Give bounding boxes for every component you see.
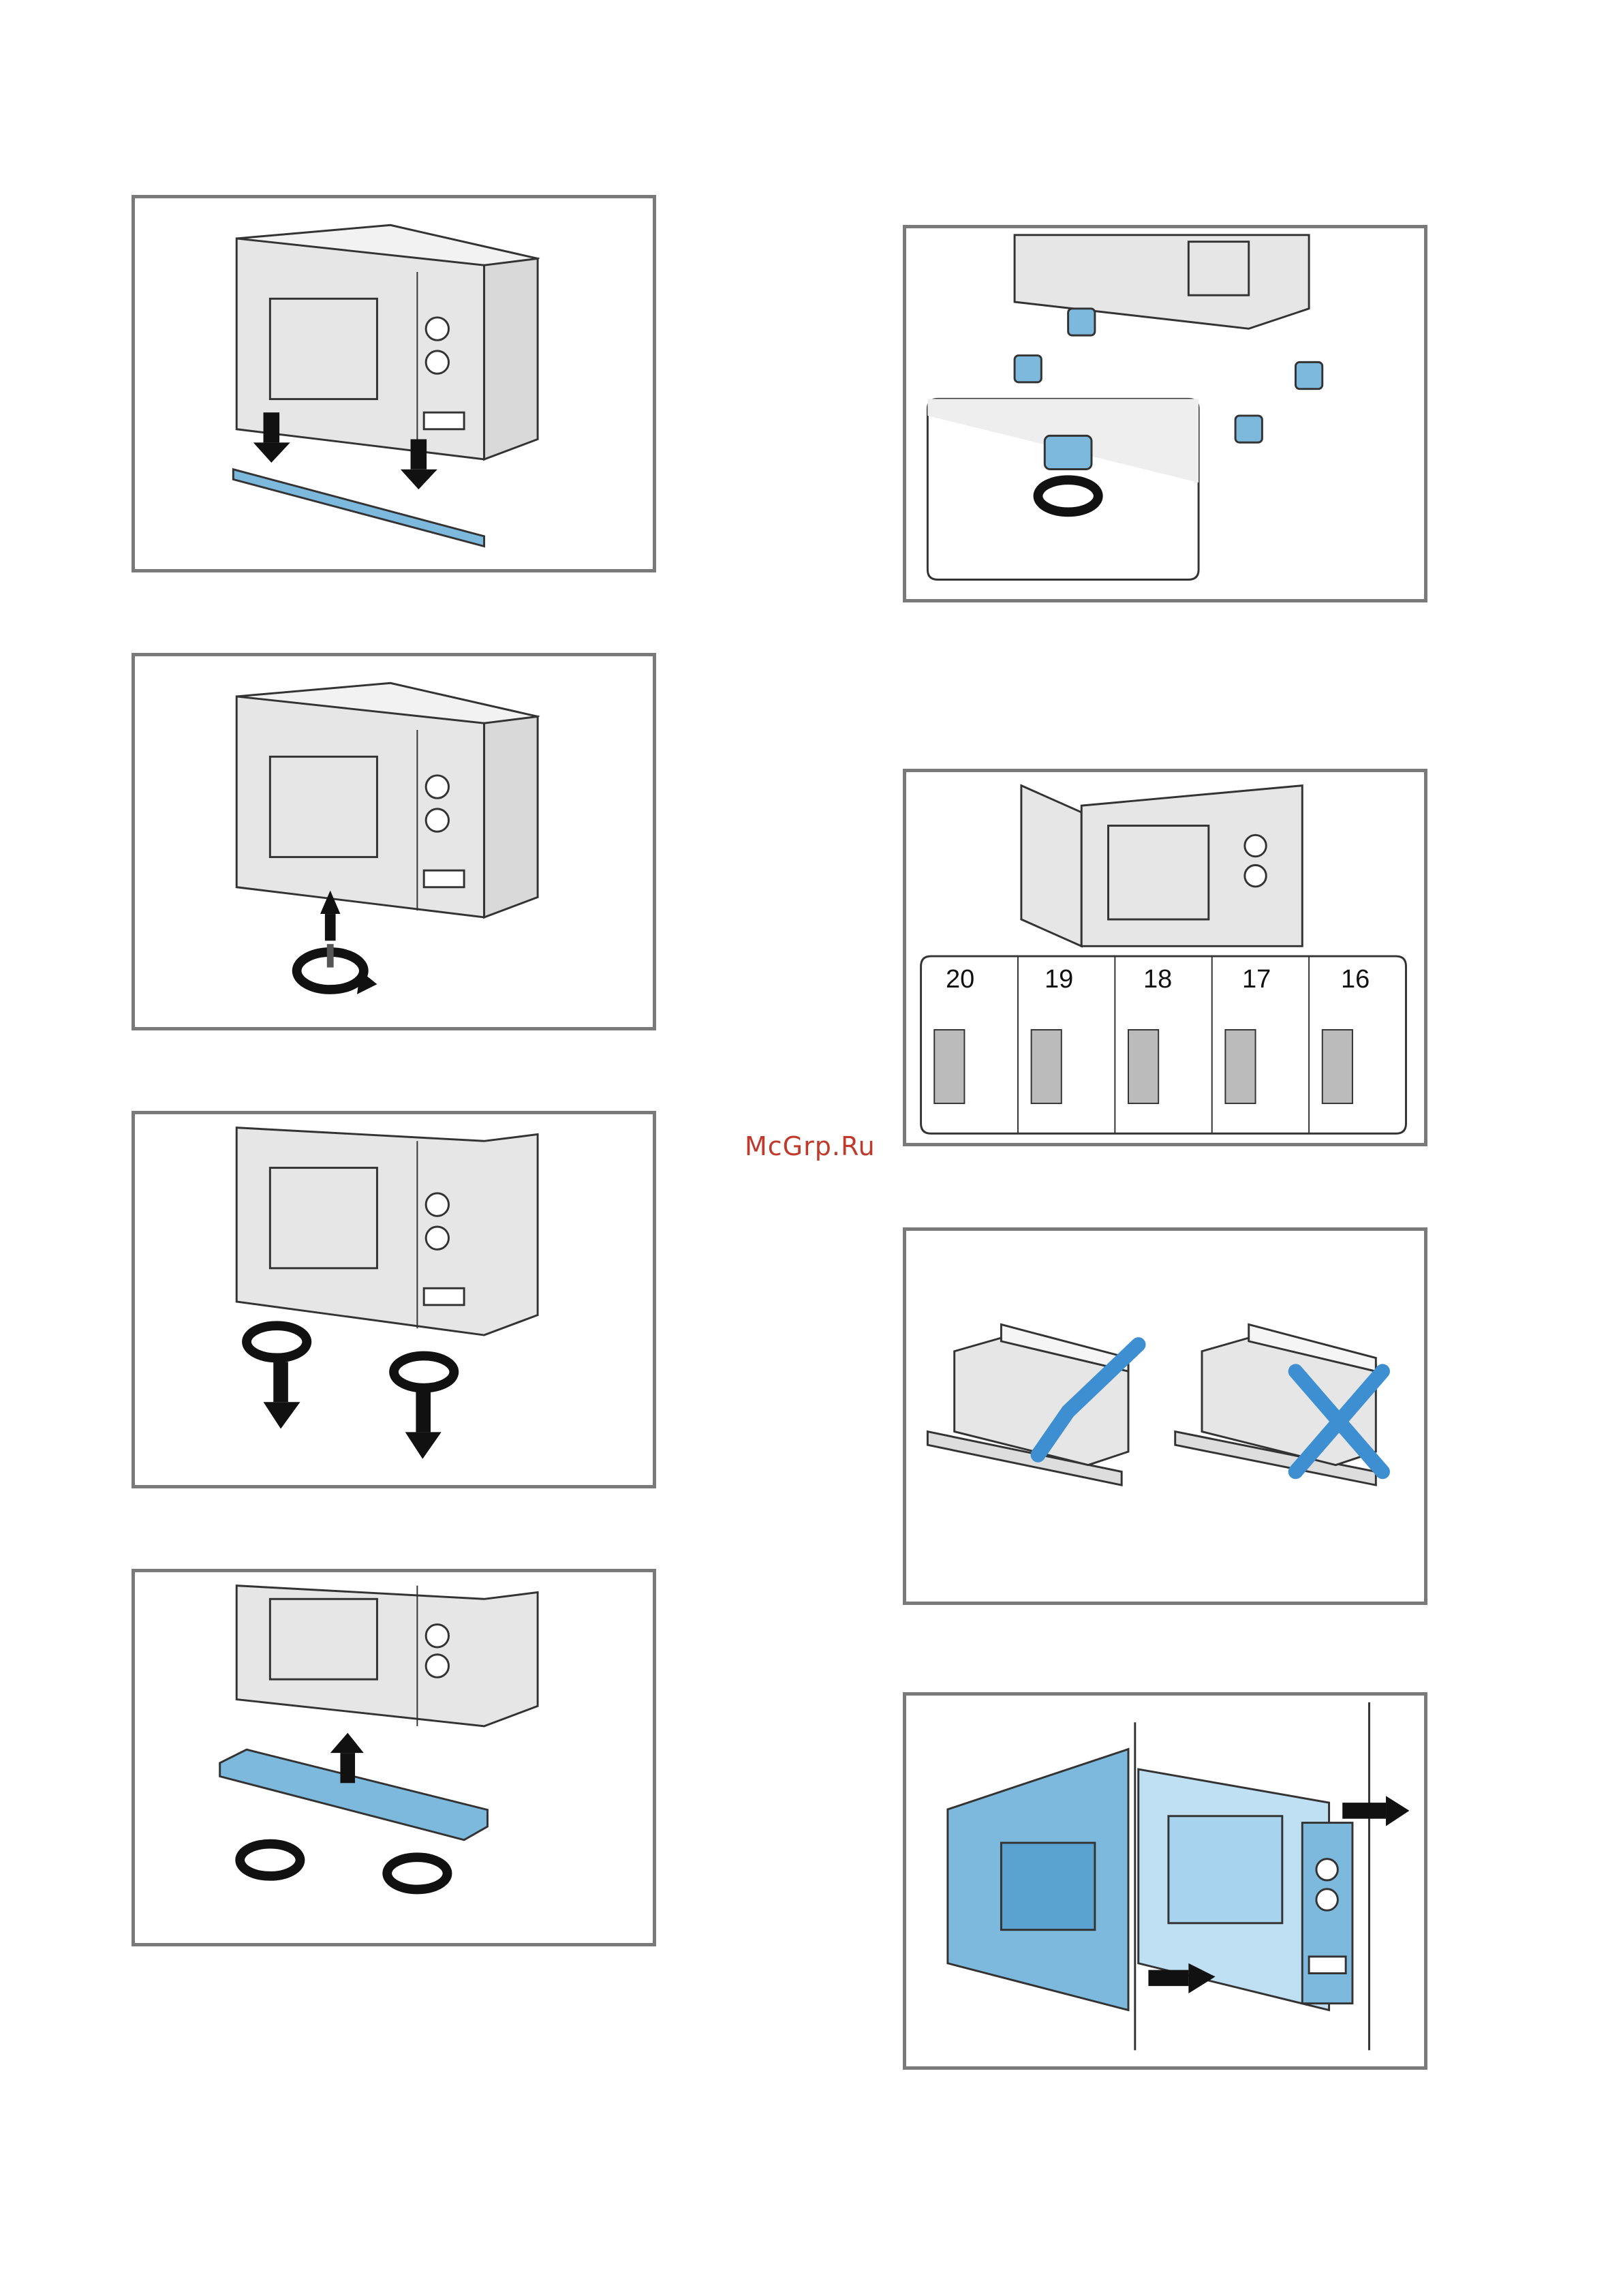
figure-5-panel bbox=[903, 225, 1427, 602]
figure-6-panel: 20 19 18 17 16 bbox=[903, 769, 1427, 1146]
gauge-label-18: 18 bbox=[1143, 965, 1172, 994]
figure-4-panel bbox=[132, 1569, 656, 1946]
figure-2-panel bbox=[132, 653, 656, 1030]
unscrew-fixing-icon bbox=[135, 1114, 653, 1485]
figure-1-panel bbox=[132, 195, 656, 572]
gauge-label-16: 16 bbox=[1341, 965, 1370, 994]
correct-vs-wrong-cable-icon bbox=[906, 1231, 1424, 1602]
watermark: McGrp.Ru bbox=[745, 1131, 876, 1161]
figure-3-panel bbox=[132, 1111, 656, 1488]
screw-in-fixing-icon bbox=[135, 656, 653, 1027]
insert-feet-icon bbox=[906, 228, 1424, 599]
mount-trim-strip-icon bbox=[135, 198, 653, 569]
gauge-label-19: 19 bbox=[1045, 965, 1073, 994]
spacer-gauge-icon bbox=[906, 772, 1424, 1143]
gauge-label-20: 20 bbox=[946, 965, 974, 994]
figure-7-panel bbox=[903, 1227, 1427, 1605]
figure-8-panel bbox=[903, 1692, 1427, 2070]
attach-base-strip-icon bbox=[135, 1572, 653, 1943]
gauge-label-17: 17 bbox=[1242, 965, 1271, 994]
push-into-niche-icon bbox=[906, 1696, 1424, 2066]
